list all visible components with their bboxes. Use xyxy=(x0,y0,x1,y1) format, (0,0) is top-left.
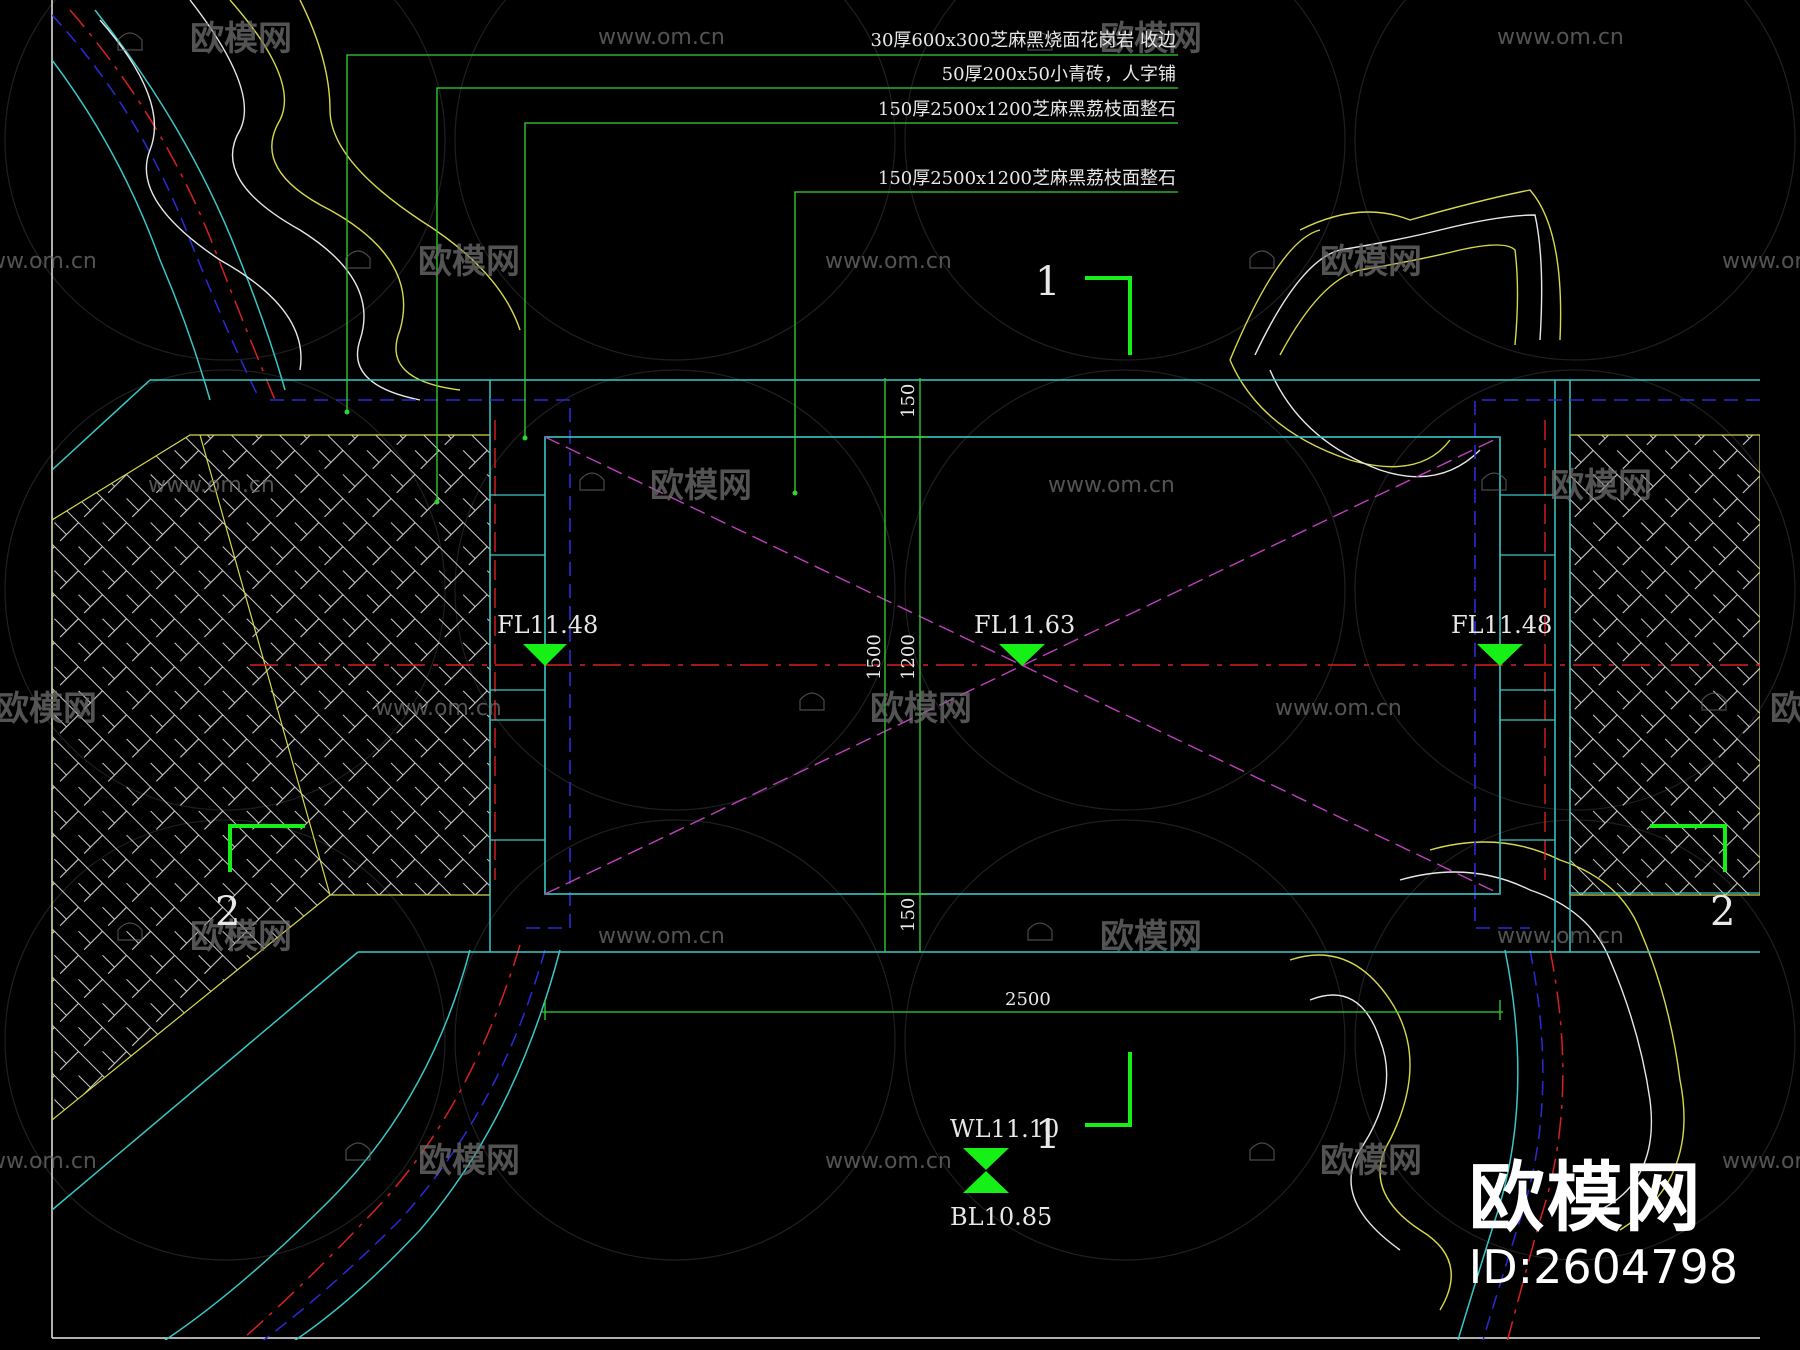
brand-id: ID:2604798 xyxy=(1468,1240,1738,1294)
dimension-bottom-edge: 150 xyxy=(898,898,919,932)
watermark-brand: 欧模网 xyxy=(870,689,972,729)
section-number-1-bottom: 1 xyxy=(1035,1112,1060,1158)
level-fl-left: FL11.48 xyxy=(497,611,598,639)
watermark-url: www.om.cn xyxy=(1275,696,1402,721)
watermark-url: www.om.cn xyxy=(825,1149,952,1174)
watermark-brand: 欧模网 xyxy=(1100,917,1202,957)
blue-dashed-edges xyxy=(270,399,1760,929)
watermark-brand-texts: 欧模网 欧模网 欧模网 欧模网 欧模网 欧模网 欧模网 欧模网 欧模网 欧模网 … xyxy=(0,19,1800,1181)
watermark-brand: 欧模网 xyxy=(418,242,520,282)
annotation-stone-slab-2: 150厚2500x1200芝麻黑荔枝面整石 xyxy=(878,168,1176,189)
section-number-2-left: 2 xyxy=(215,889,240,935)
level-fl-right: FL11.48 xyxy=(1451,611,1552,639)
side-steps xyxy=(490,494,1760,894)
watermark-url: www.om.cn xyxy=(1497,924,1624,949)
section-numbers: 1 1 2 2 xyxy=(215,259,1735,1158)
leader-dots xyxy=(344,409,798,505)
leader-lines xyxy=(346,54,1178,502)
rock-contours xyxy=(99,0,1685,1311)
watermark-url: www.om.cn xyxy=(825,249,952,274)
dimension-lines xyxy=(542,378,1503,1020)
section-number-1-top: 1 xyxy=(1035,259,1060,305)
paving-boundary xyxy=(52,379,1760,1211)
material-annotations: 30厚600x300芝麻黑烧面花岗岩 收边 50厚200x50小青砖，人字铺 1… xyxy=(871,30,1177,189)
watermark-url: www.om.cn xyxy=(1722,1149,1800,1174)
watermark-url: www.om.cn xyxy=(1722,249,1800,274)
watermark-url-texts: www.om.cn www.om.cn www.om.cn www.om.cn … xyxy=(0,25,1800,1174)
dimension-overall-height: 1500 xyxy=(864,634,885,680)
watermark-url: www.om.cn xyxy=(148,473,275,498)
section-marks xyxy=(228,276,1727,1127)
watermark-url: www.om.cn xyxy=(598,25,725,50)
watermark-circles xyxy=(4,0,1796,1261)
annotation-brick-herringbone: 50厚200x50小青砖，人字铺 xyxy=(942,64,1176,85)
watermark-brand: 欧模网 xyxy=(418,1141,520,1181)
left-curved-path xyxy=(52,9,561,1340)
watermark-brand: 欧模网 xyxy=(1770,689,1800,729)
right-curved-path xyxy=(1457,949,1564,1340)
watermark-brand: 欧模网 xyxy=(1100,19,1202,59)
brand-watermark: 欧模网 ID:2604798 xyxy=(1468,1153,1738,1294)
dimension-top-edge: 150 xyxy=(898,384,919,418)
level-bottom: BL10.85 xyxy=(950,1203,1052,1231)
watermark-logos xyxy=(117,32,1727,1161)
annotation-stone-slab-1: 150厚2500x1200芝麻黑荔枝面整石 xyxy=(878,99,1176,120)
watermark-brand: 欧模网 xyxy=(650,466,752,506)
watermark-url: www.om.cn xyxy=(1497,25,1624,50)
watermark-url: www.om.cn xyxy=(0,1149,97,1174)
watermark-url: www.om.cn xyxy=(0,249,97,274)
annotation-granite-edging: 30厚600x300芝麻黑烧面花岗岩 收边 xyxy=(871,30,1177,51)
dimension-texts: 150 150 1500 1200 2500 xyxy=(864,384,1051,1010)
watermark-brand: 欧模网 xyxy=(0,689,97,729)
level-fl-center: FL11.63 xyxy=(974,611,1075,639)
level-water: WL11.10 xyxy=(950,1115,1059,1143)
watermark-brand: 欧模网 xyxy=(190,917,292,957)
watermark-brand: 欧模网 xyxy=(1320,1141,1422,1181)
dimension-slab-height: 1200 xyxy=(898,634,919,680)
brand-name: 欧模网 xyxy=(1468,1153,1703,1242)
dimension-slab-width: 2500 xyxy=(1005,989,1051,1010)
watermark-brand: 欧模网 xyxy=(190,19,292,59)
watermark-brand: 欧模网 xyxy=(1320,242,1422,282)
watermark-url: www.om.cn xyxy=(375,696,502,721)
level-markers xyxy=(523,644,1523,1193)
watermark-url: www.om.cn xyxy=(1048,473,1175,498)
watermark-url: www.om.cn xyxy=(598,924,725,949)
watermark-brand: 欧模网 xyxy=(1550,466,1652,506)
level-labels: FL11.48 FL11.63 FL11.48 WL11.10 BL10.85 xyxy=(497,611,1552,1231)
section-number-2-right: 2 xyxy=(1710,889,1735,935)
